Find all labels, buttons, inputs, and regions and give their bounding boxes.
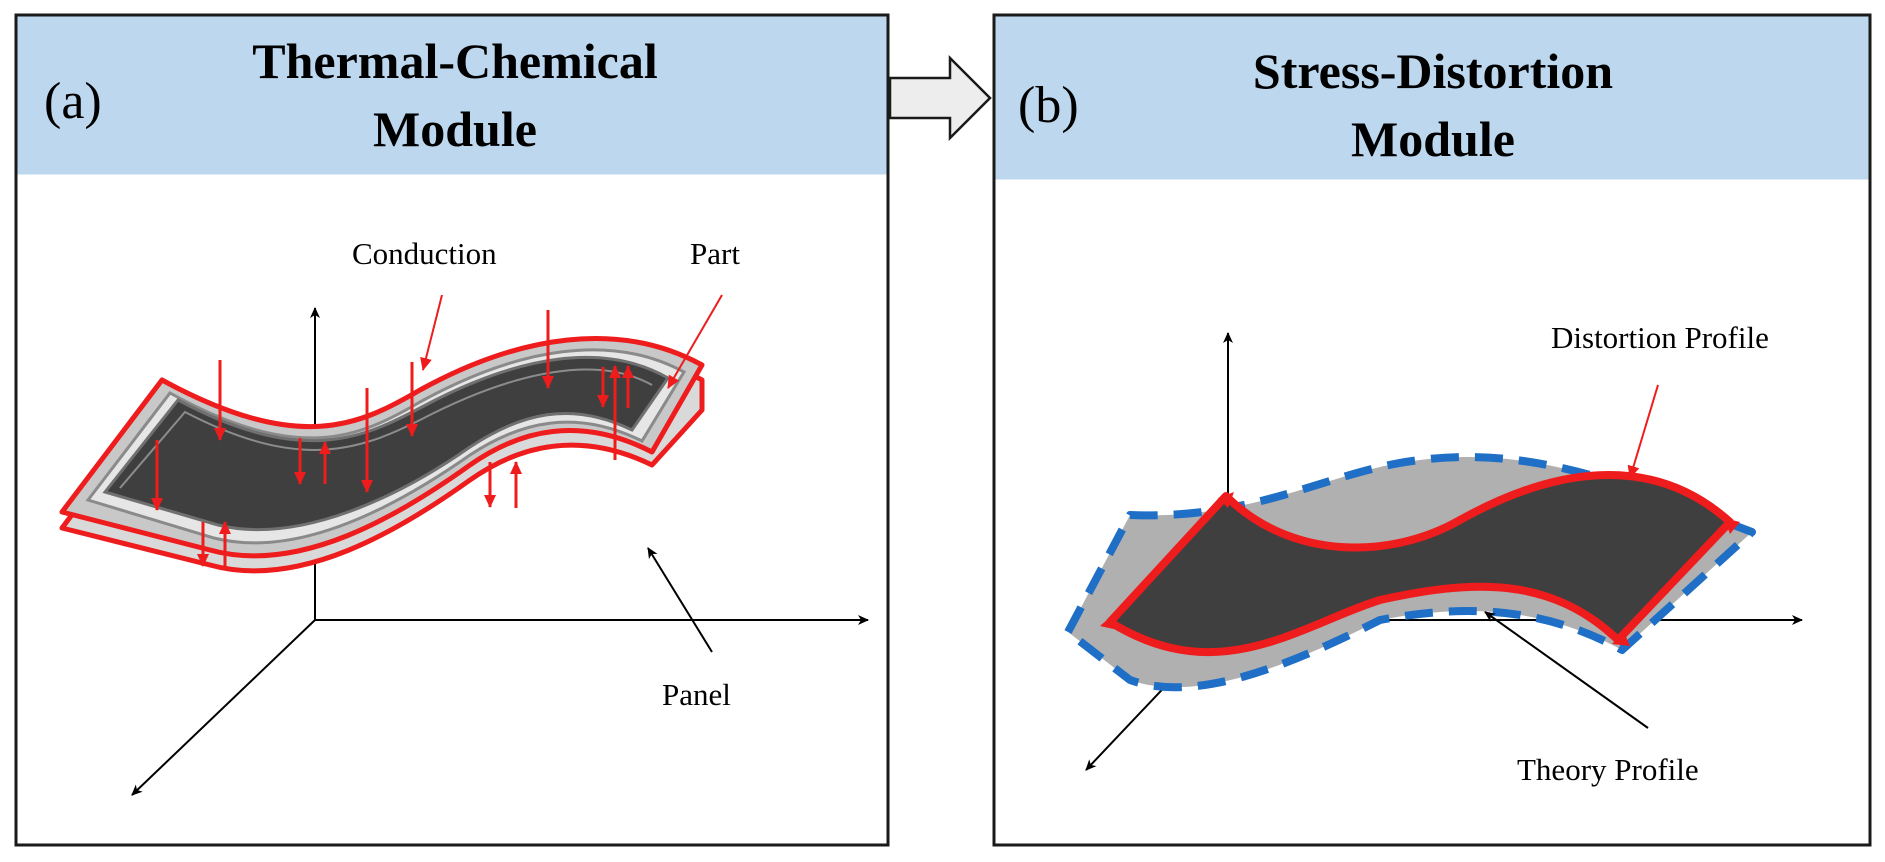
panel-b: (b) Stress-Distortion Module Distortion … — [992, 13, 1872, 847]
panel-a-y-axis — [131, 619, 316, 796]
panel-a-title-line2: Module — [373, 101, 537, 157]
theory-profile-dashed-outline — [1064, 453, 1756, 692]
panel-b-title-line1: Stress-Distortion — [1253, 43, 1613, 99]
corner-marker — [1100, 612, 1118, 630]
panel-label: Panel — [662, 677, 731, 712]
module-flow-arrow — [888, 54, 992, 142]
panel-a-title-line1: Thermal-Chemical — [252, 33, 658, 89]
theory-profile-label: Theory Profile — [1517, 752, 1699, 787]
panel-b-header — [995, 16, 1869, 180]
conduction-label: Conduction — [352, 236, 497, 271]
distortion-profile-leader — [1627, 384, 1659, 479]
panel-a-conduction-arrows — [151, 310, 634, 567]
panel-a-part-edge — [119, 368, 653, 489]
corner-marker — [1724, 518, 1740, 534]
distortion-corner-markers — [1100, 492, 1740, 646]
corner-marker — [1218, 492, 1234, 508]
panel-a: (a) Thermal-Chemical Module — [14, 13, 890, 847]
panel-a-letter: (a) — [44, 73, 102, 130]
theory-profile-leader — [1484, 611, 1649, 729]
conduction-leader — [420, 294, 443, 371]
corner-marker — [1612, 632, 1630, 646]
panel-leader — [647, 547, 713, 653]
part-label: Part — [690, 236, 740, 271]
panel-b-letter: (b) — [1018, 77, 1079, 134]
part-leader — [667, 294, 723, 389]
panel-a-header — [17, 16, 887, 175]
panel-b-title-line2: Module — [1351, 111, 1515, 167]
distortion-profile-label: Distortion Profile — [1551, 320, 1769, 355]
